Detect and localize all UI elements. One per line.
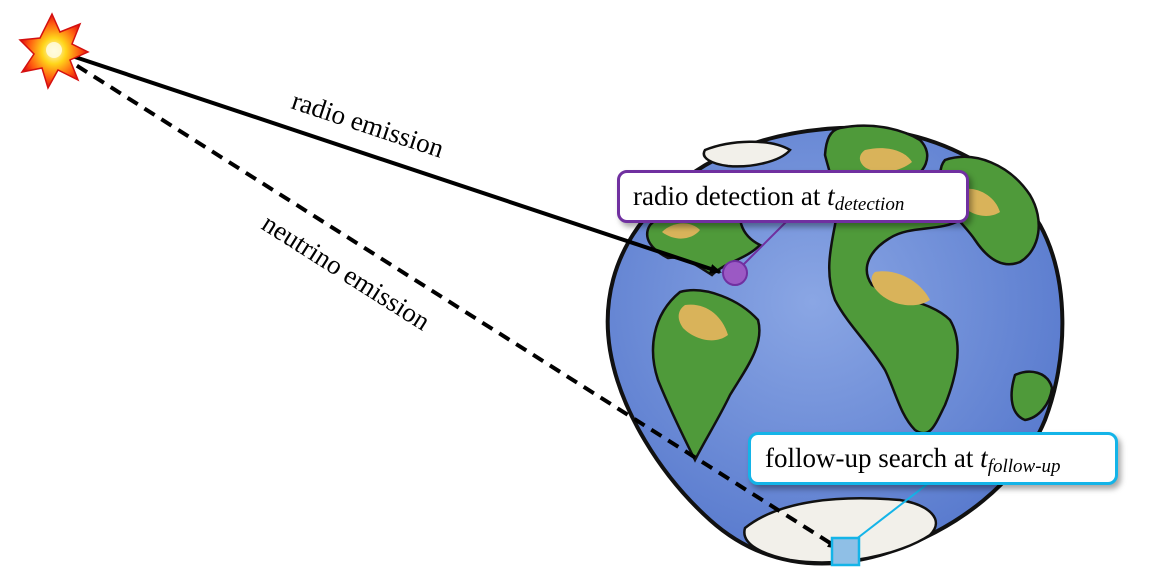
follow-up-var: t xyxy=(980,443,988,473)
radio-emission-label: radio emission xyxy=(288,85,448,164)
radio-emission-line xyxy=(59,50,722,274)
square-marker-icon xyxy=(830,536,861,567)
starburst-icon xyxy=(18,12,90,90)
radio-callout-connector xyxy=(741,219,789,267)
neutrino-emission-line xyxy=(58,53,840,550)
radio-detection-text: radio detection at xyxy=(633,181,821,211)
neutrino-emission-label: neutrino emission xyxy=(257,208,436,337)
radio-detection-subscript: detection xyxy=(834,193,905,215)
follow-callout-connector xyxy=(854,481,931,541)
follow-up-subscript: follow-up xyxy=(987,455,1061,477)
circle-marker-icon xyxy=(722,260,748,286)
follow-up-text: follow-up search at xyxy=(765,443,974,473)
radio-detection-var: t xyxy=(827,181,835,211)
